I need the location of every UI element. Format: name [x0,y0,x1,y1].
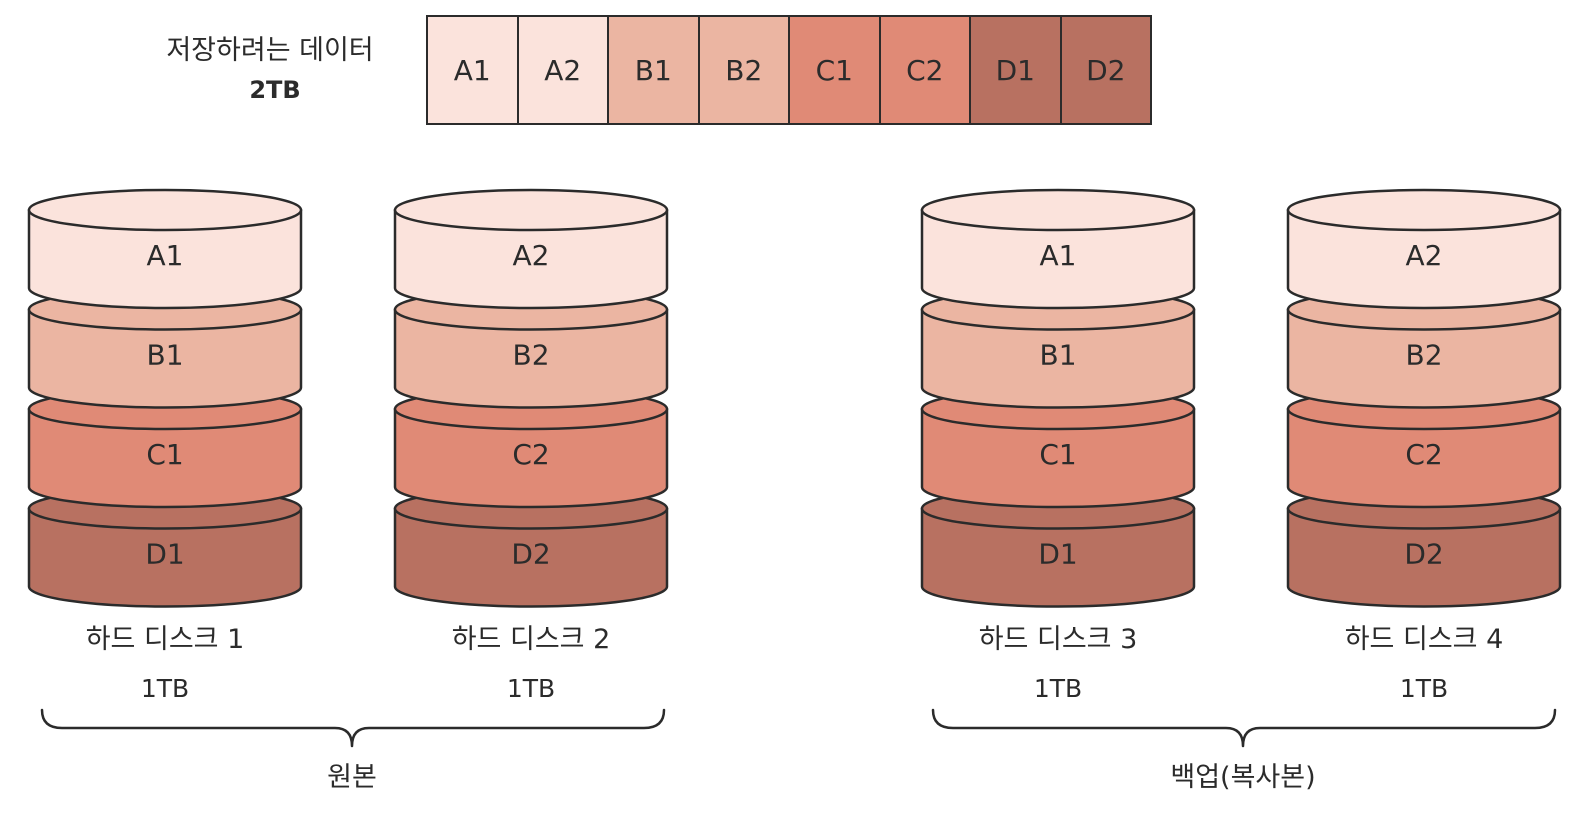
disk-layer-label: D1 [145,538,184,571]
disk-layer-label: D1 [1038,538,1077,571]
disk-1-capacity: 1TB [140,674,190,703]
disk-layer-top [393,188,669,232]
disk-4-layer-a2: A2 [1286,188,1562,310]
disk-2-label: 하드 디스크 2 [451,624,611,655]
disk-layer-label: C1 [146,438,183,471]
data-block-a2: A2 [518,17,609,123]
disk-layer-top [27,188,303,232]
disk-layer-body [1286,308,1562,409]
hard-disk-3: D1 C1 B1 A1 [920,188,1196,608]
data-block-d1: D1 [971,17,1062,123]
disk-layer-body [27,407,303,509]
disk-layer-body [920,507,1196,608]
disk-layer-label: D2 [1404,538,1443,571]
disk-layer-label: B1 [1039,339,1076,372]
disk-layer-body [27,208,303,310]
data-block-a1: A1 [428,17,519,123]
data-title: 저장하려는 데이터 [166,35,374,66]
original-group-label: 원본 [327,762,377,793]
disk-layer-body [920,407,1196,509]
original-brace [40,708,666,748]
disk-4-label: 하드 디스크 4 [1344,624,1504,655]
disk-layer-body [920,308,1196,409]
hard-disk-4: D2 C2 B2 A2 [1286,188,1562,608]
disk-layer-label: B2 [1405,339,1442,372]
data-block-c2: C2 [880,17,971,123]
disk-layer-body [393,308,669,409]
disk-layer-top [1286,188,1562,232]
disk-layer-body [1286,407,1562,509]
disk-layer-label: A1 [147,239,184,272]
disk-2-layer-a2: A2 [393,188,669,310]
disk-layer-top [920,188,1196,232]
disk-layer-label: A2 [513,239,550,272]
disk-layer-body [27,308,303,409]
disk-layer-body [393,507,669,608]
data-block-b2: B2 [699,17,790,123]
disk-layer-label: B2 [512,339,549,372]
disk-layer-label: A1 [1040,239,1077,272]
disk-layer-label: B1 [146,339,183,372]
disk-layer-body [920,208,1196,310]
disk-layer-label: C2 [1405,438,1442,471]
backup-group-label: 백업(복사본) [1170,762,1316,793]
disk-layer-label: A2 [1406,239,1443,272]
disk-2-capacity: 1TB [506,674,556,703]
disk-3-layer-d1: D1 [920,487,1196,608]
hard-disk-1: D1 C1 B1 A1 [27,188,303,608]
data-block-b1: B1 [609,17,700,123]
disk-layer-body [393,208,669,310]
disk-layer-label: C1 [1039,438,1076,471]
data-strip: A1 A2 B1 B2 C1 C2 D1 D2 [426,15,1152,125]
disk-3-label: 하드 디스크 3 [978,624,1138,655]
disk-layer-body [393,407,669,509]
disk-1-layer-a1: A1 [27,188,303,310]
hard-disk-2: D2 C2 B2 A2 [393,188,669,608]
disk-layer-label: D2 [511,538,550,571]
disk-1-label: 하드 디스크 1 [85,624,245,655]
disk-layer-label: C2 [512,438,549,471]
disk-layer-body [1286,507,1562,608]
backup-brace [931,708,1557,748]
disk-3-capacity: 1TB [1033,674,1083,703]
disk-3-layer-a1: A1 [920,188,1196,310]
data-block-c1: C1 [790,17,881,123]
disk-4-capacity: 1TB [1399,674,1449,703]
data-size: 2TB [249,76,301,104]
disk-layer-body [1286,208,1562,310]
disk-layer-body [27,507,303,608]
data-block-d2: D2 [1061,17,1150,123]
